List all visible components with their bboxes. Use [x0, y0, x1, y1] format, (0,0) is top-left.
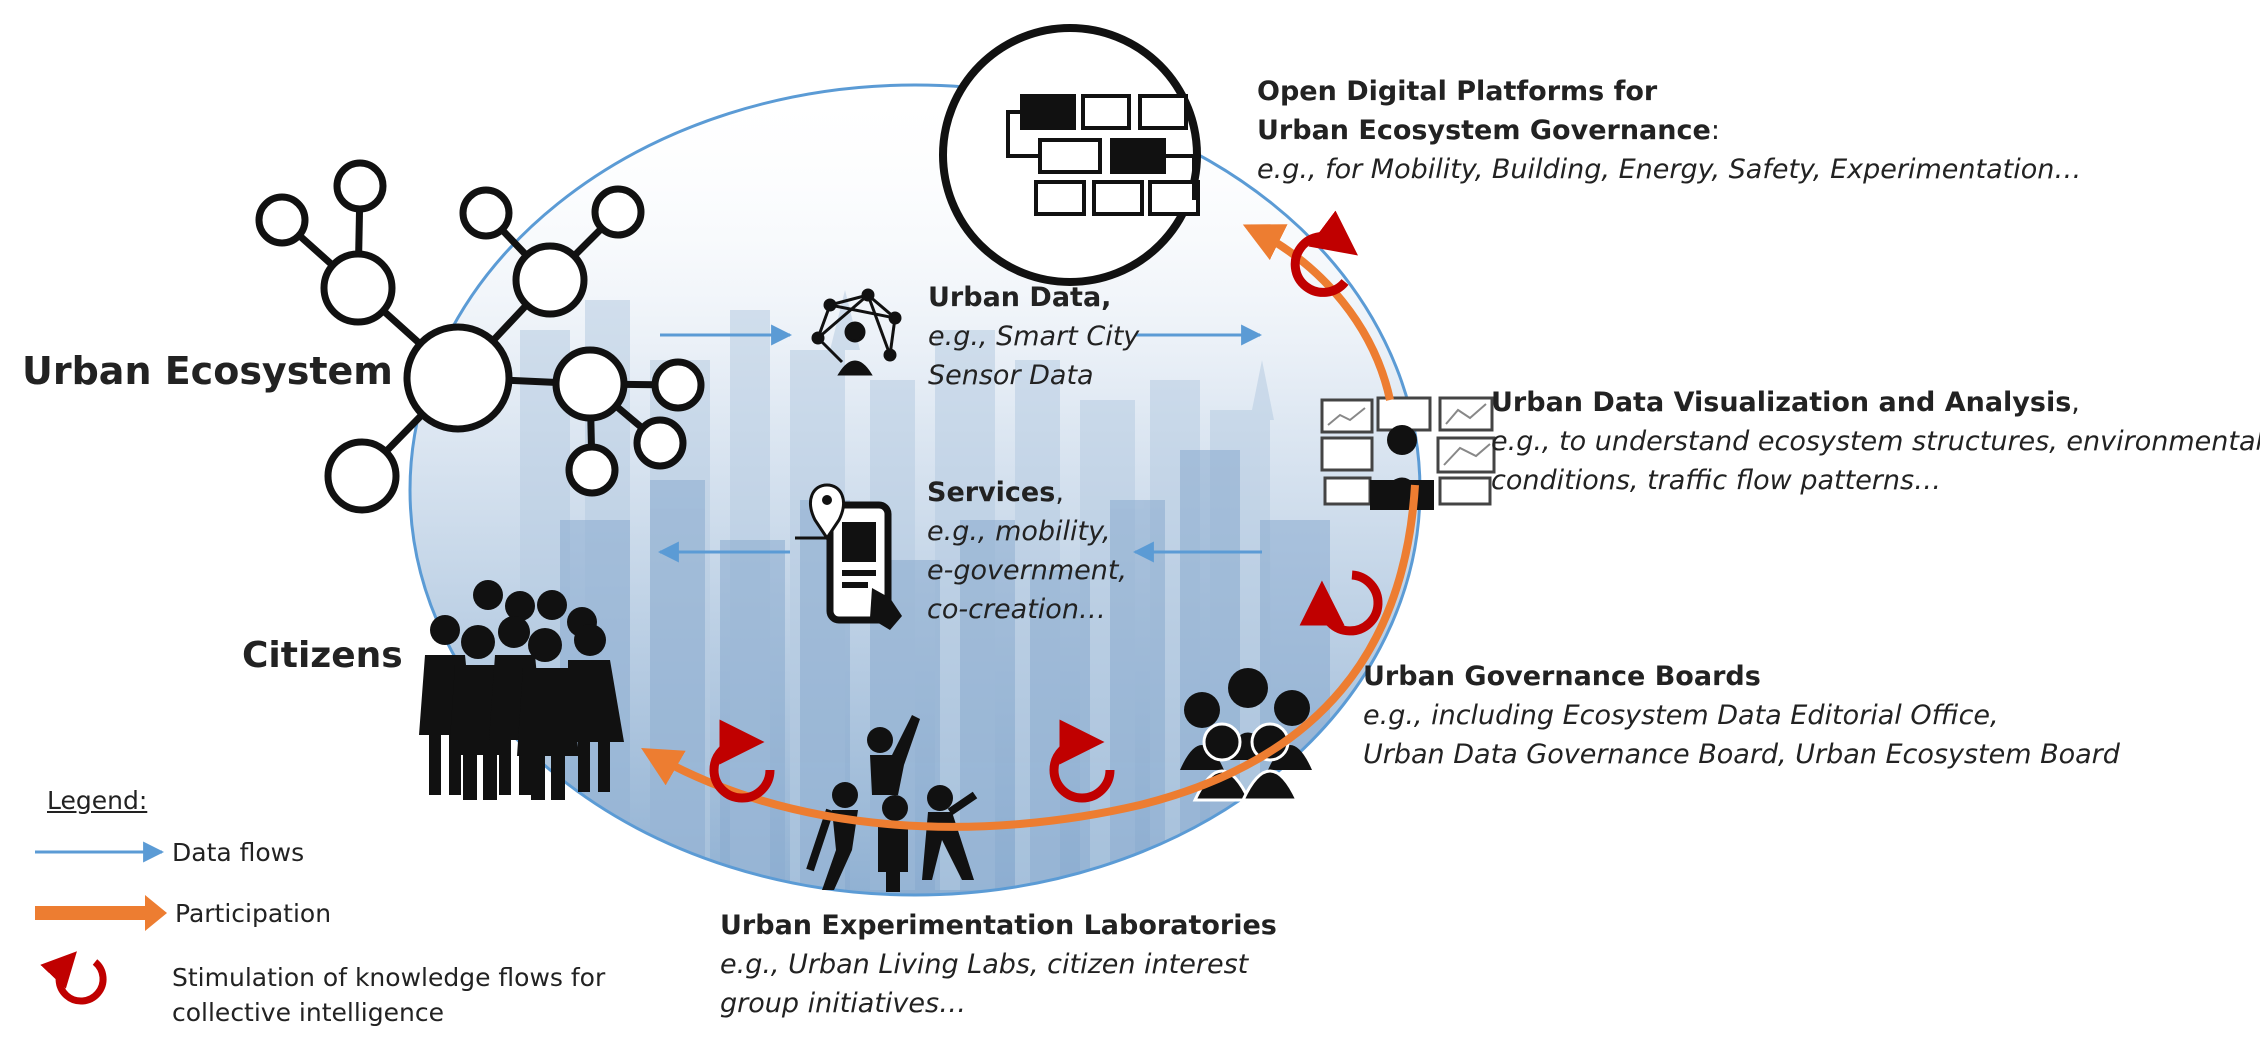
data-network-icon [811, 288, 902, 376]
urban-data-label: Urban Data, e.g., Smart City Sensor Data [928, 278, 1139, 395]
services-label: Services, e.g., mobility, e-government, … [927, 473, 1127, 629]
governance-board-icon [1180, 668, 1312, 802]
visualization-line1: e.g., to understand ecosystem structures… [1491, 426, 2260, 457]
services-title: Services [927, 477, 1056, 508]
urban-data-line1: e.g., Smart City [928, 321, 1140, 352]
visualization-label: Urban Data Visualization and Analysis, e… [1491, 383, 2260, 500]
stimulation-arrow-boards [1049, 719, 1115, 803]
services-line2: e-government, [927, 555, 1128, 586]
labs-title: Urban Experimentation Laboratories [720, 910, 1277, 941]
labs-line1: e.g., Urban Living Labs, citizen interes… [720, 949, 1249, 980]
services-comma: , [1055, 477, 1064, 508]
stimulation-arrow-labs [709, 719, 775, 803]
visualization-line2: conditions, traffic flow patterns… [1491, 465, 1942, 496]
citizens-label: Citizens [242, 635, 403, 676]
platform-blocks-icon [939, 24, 1201, 286]
participation-arc [641, 484, 1419, 831]
legend-graphics [35, 841, 167, 1005]
stimulation-cycle-arrows [709, 210, 1383, 803]
data-flow-arrows [657, 324, 1263, 563]
platforms-title-line1: Open Digital Platforms for [1257, 76, 1658, 107]
platforms-examples: e.g., for Mobility, Building, Energy, Sa… [1257, 154, 2082, 185]
legend-data-flows: Data flows [172, 838, 305, 867]
ecosystem-network-icon [255, 159, 705, 514]
stimulation-arrow-visualization [1299, 570, 1383, 636]
services-line3: co-creation… [927, 594, 1106, 625]
platforms-label: Open Digital Platforms for Urban Ecosyst… [1257, 72, 2081, 189]
urban-ecosystem-label: Urban Ecosystem [22, 349, 393, 393]
participation-arc-upper [1242, 224, 1394, 401]
legend-stimulation-line1: Stimulation of knowledge flows for [172, 963, 606, 992]
legend-title: Legend: [47, 786, 148, 815]
platforms-colon: : [1710, 115, 1720, 146]
services-line1: e.g., mobility, [927, 516, 1111, 547]
services-phone-icon [795, 483, 902, 630]
boards-line2: Urban Data Governance Board, Urban Ecosy… [1363, 739, 2120, 770]
legend-stimulation-arrow [40, 951, 107, 1005]
legend-participation-head [145, 895, 167, 931]
boards-line1: e.g., including Ecosystem Data Editorial… [1363, 700, 1999, 731]
legend-stimulation: Stimulation of knowledge flows for colle… [172, 960, 605, 1030]
legend-participation: Participation [175, 899, 332, 928]
stimulation-arrow-platform [1290, 210, 1359, 297]
citizens-crowd-icon [419, 580, 624, 800]
labs-line2: group initiatives… [720, 988, 967, 1019]
visualization-title: Urban Data Visualization and Analysis [1491, 387, 2072, 418]
boards-title: Urban Governance Boards [1363, 661, 1761, 692]
experimentation-team-icon [806, 715, 978, 892]
urban-data-title: Urban Data, [928, 282, 1112, 313]
visualization-comma: , [2071, 387, 2080, 418]
urban-data-line2: Sensor Data [928, 360, 1094, 391]
data-visualization-monitors-icon [1320, 396, 1496, 510]
labs-label: Urban Experimentation Laboratories e.g.,… [720, 906, 1277, 1023]
platforms-title-line2: Urban Ecosystem Governance [1257, 115, 1711, 146]
legend-stimulation-line2: collective intelligence [172, 998, 444, 1027]
boards-label: Urban Governance Boards e.g., including … [1363, 657, 2120, 774]
